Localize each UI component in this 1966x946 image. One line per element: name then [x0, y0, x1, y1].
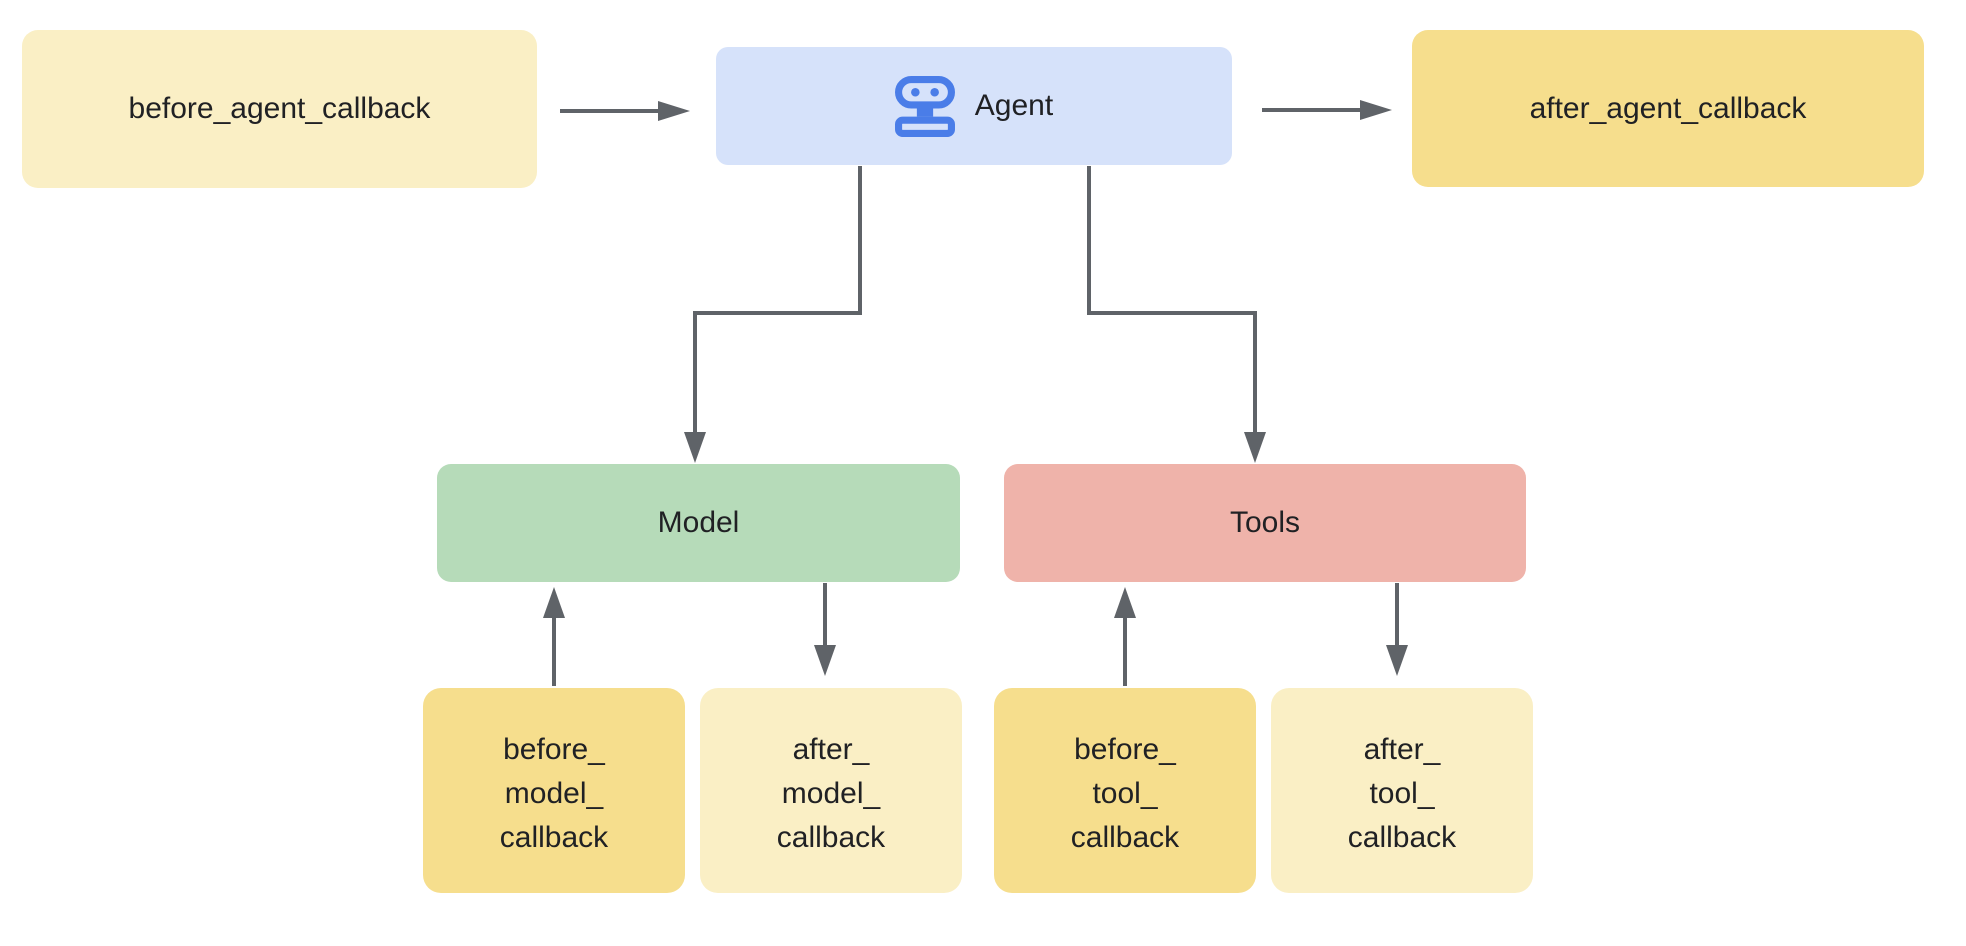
node-after-model-callback-label: after_ model_ callback	[776, 732, 886, 854]
node-after-model-callback: after_ model_ callback	[700, 688, 962, 893]
node-after-agent-callback-label: after_agent_callback	[1529, 91, 1807, 125]
node-model: Model	[437, 464, 960, 582]
node-tools: Tools	[1004, 464, 1526, 582]
node-before-agent-callback-label: before_agent_callback	[128, 92, 431, 125]
node-before-tool-callback-label: before_ tool_ callback	[1070, 732, 1180, 854]
node-before-model-callback-label: before_ model_ callback	[499, 732, 609, 854]
node-agent-label: Agent	[974, 89, 1054, 122]
node-after-tool-callback: after_ tool_ callback	[1271, 688, 1533, 893]
edge-agent-to-model	[684, 166, 862, 463]
node-tools-label: Tools	[1229, 506, 1301, 539]
edge-before-agent-callback-to-agent	[560, 101, 690, 121]
node-before-agent-callback: before_agent_callback	[22, 30, 537, 188]
edge-agent-to-after-agent-callback	[1262, 100, 1392, 120]
node-agent: Agent	[716, 47, 1232, 165]
edge-before-model-callback-to-model	[543, 587, 565, 686]
edge-model-to-after-model-callback	[814, 583, 836, 676]
edge-tools-to-after-tool-callback	[1386, 583, 1408, 676]
edge-agent-to-tools	[1087, 166, 1266, 463]
edge-before-tool-callback-to-tools	[1114, 587, 1136, 686]
node-before-model-callback: before_ model_ callback	[423, 688, 685, 893]
node-after-tool-callback-label: after_ tool_ callback	[1347, 732, 1457, 854]
robot-icon	[894, 75, 955, 137]
node-model-label: Model	[657, 506, 740, 539]
node-before-tool-callback: before_ tool_ callback	[994, 688, 1256, 893]
node-after-agent-callback: after_agent_callback	[1412, 30, 1924, 187]
